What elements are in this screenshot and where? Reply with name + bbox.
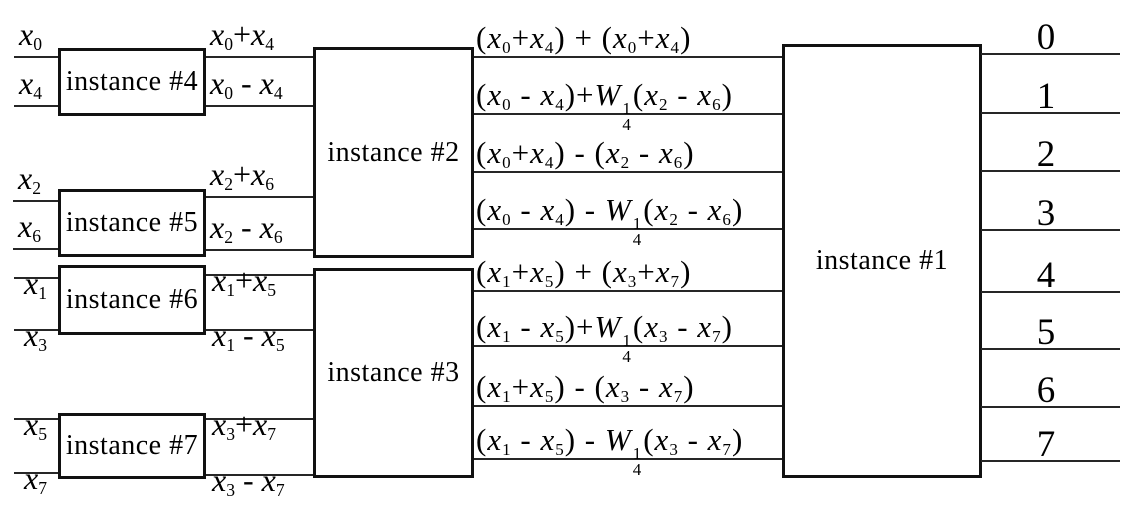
input-label-x4: x4 (19, 65, 42, 103)
instance-5-label: instance #5 (65, 207, 199, 238)
instance-7-box: instance #7 (58, 413, 206, 479)
instance-3-box: instance #3 (313, 268, 474, 478)
input-wire-x4 (14, 105, 58, 107)
expr-wire-2 (474, 171, 782, 173)
stage1-wire-7 (206, 474, 313, 476)
output-label-5: 5 (1036, 312, 1056, 353)
input-wire-x3 (14, 329, 58, 331)
stage1-label-3: x2 - x6 (210, 209, 283, 247)
input-label-x3: x3 (24, 317, 47, 355)
output-wire-1 (981, 112, 1120, 114)
output-wire-4 (981, 291, 1120, 293)
input-wire-x6 (13, 248, 58, 250)
stage1-label-0: x0+x4 (210, 16, 275, 54)
expr-wire-4 (474, 290, 782, 292)
input-label-x1: x1 (24, 265, 47, 303)
output-wire-2 (981, 170, 1120, 172)
input-label-x6: x6 (18, 208, 41, 246)
instance-6-box: instance #6 (58, 265, 206, 335)
instance-3-label: instance #3 (327, 357, 460, 388)
expr-wire-7 (474, 458, 782, 460)
expr-label-6: (x1+x5) - (x3 - x7) (476, 369, 695, 406)
instance-1-box: instance #1 (782, 44, 982, 478)
stage1-wire-5 (206, 329, 313, 331)
stage1-label-1: x0 - x4 (210, 65, 283, 103)
expr-wire-1 (474, 113, 782, 115)
output-wire-5 (981, 348, 1120, 350)
stage1-label-2: x2+x6 (210, 156, 275, 194)
input-label-x2: x2 (18, 160, 41, 198)
instance-2-label: instance #2 (327, 136, 460, 168)
expr-wire-5 (474, 345, 782, 347)
expr-label-4: (x1+x5) + (x3+x7) (476, 254, 692, 291)
stage1-label-6: x3+x7 (212, 406, 277, 444)
stage1-label-5: x1 - x5 (212, 317, 285, 355)
instance-1-label: instance #1 (815, 245, 949, 276)
input-wire-x2 (13, 200, 58, 202)
expr-label-0: (x0+x4) + (x0+x4) (476, 20, 692, 57)
stage1-wire-0 (206, 56, 313, 58)
output-wire-6 (981, 406, 1120, 408)
instance-4-box: instance #4 (58, 48, 206, 116)
stage1-wire-2 (206, 196, 313, 198)
input-wire-x7 (14, 472, 58, 474)
output-label-6: 6 (1036, 370, 1056, 411)
stage1-wire-3 (206, 249, 313, 251)
stage1-wire-4 (206, 274, 313, 276)
output-wire-3 (981, 229, 1120, 231)
output-wire-0 (981, 53, 1120, 55)
output-label-0: 0 (1036, 17, 1056, 58)
output-label-1: 1 (1036, 76, 1056, 117)
expr-wire-6 (474, 405, 782, 407)
instance-6-label: instance #6 (65, 284, 199, 315)
output-label-3: 3 (1036, 193, 1056, 234)
output-label-2: 2 (1036, 134, 1056, 175)
instance-7-label: instance #7 (65, 430, 199, 461)
stage1-wire-6 (206, 418, 313, 420)
instance-4-label: instance #4 (65, 66, 199, 97)
expr-wire-0 (474, 56, 782, 58)
stage1-wire-1 (206, 105, 313, 107)
input-label-x0: x0 (19, 16, 42, 54)
input-wire-x5 (14, 418, 58, 420)
output-label-7: 7 (1036, 424, 1056, 465)
input-label-x7: x7 (24, 460, 47, 498)
input-wire-x1 (14, 277, 58, 279)
input-wire-x0 (14, 56, 58, 58)
expr-label-2: (x0+x4) - (x2 - x6) (476, 135, 695, 172)
stage1-label-4: x1+x5 (212, 262, 277, 300)
expr-wire-3 (474, 228, 782, 230)
output-label-4: 4 (1036, 255, 1056, 296)
stage1-label-7: x3 - x7 (212, 462, 285, 500)
output-wire-7 (981, 460, 1120, 462)
input-label-x5: x5 (24, 406, 47, 444)
instance-5-box: instance #5 (58, 189, 206, 257)
instance-2-box: instance #2 (313, 47, 474, 258)
